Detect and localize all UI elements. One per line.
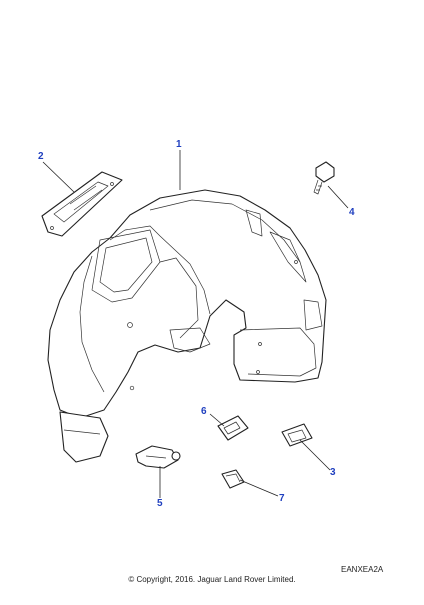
clip-3 [281,423,313,447]
callout-6: 6 [201,406,207,417]
callout-1: 1 [176,139,182,150]
cover-panel [41,171,123,237]
clip-nut [221,469,245,489]
callout-2: 2 [38,151,44,162]
clip-6 [217,415,249,441]
screw [313,161,335,195]
callout-4: 4 [349,207,355,218]
callout-7: 7 [279,493,285,504]
wheel-arch-liner [47,189,327,463]
copyright-notice: © Copyright, 2016. Jaguar Land Rover Lim… [128,575,296,584]
leader-lines [42,150,349,498]
push-rivet [135,445,181,469]
illustration-code: EANXEA2A [341,565,384,574]
callout-5: 5 [157,498,163,509]
callout-3: 3 [330,467,336,478]
